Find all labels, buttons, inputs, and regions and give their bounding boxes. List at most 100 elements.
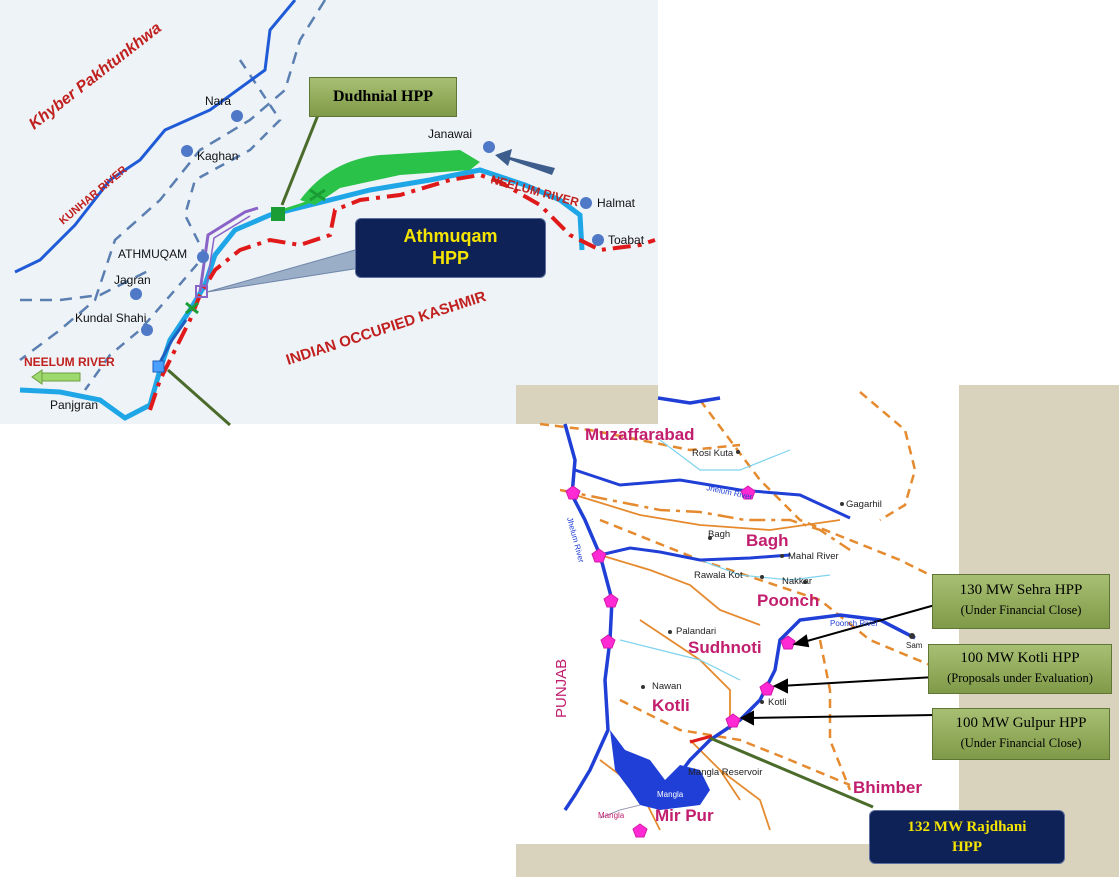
town-dots xyxy=(641,450,915,704)
hpp-site-icon xyxy=(740,485,756,500)
tributaries xyxy=(619,439,831,681)
athmuqam-conduit xyxy=(198,206,259,293)
mahal-river xyxy=(599,546,791,562)
hpp-site-icon xyxy=(591,548,607,563)
jhelum-upper xyxy=(574,468,851,520)
dudhnial-callout-label: Dudhnial HPP xyxy=(332,88,434,105)
poonch-river xyxy=(673,613,916,782)
hpp-site-sehra-icon xyxy=(780,635,796,650)
flow-arrow-east-icon xyxy=(495,149,555,175)
hpp-site-icon xyxy=(565,485,581,500)
kotli-callout: 100 MW Kotli HPP (Proposals under Evalua… xyxy=(928,644,1112,694)
gulpur-callout-title: 100 MW Gulpur HPP xyxy=(955,715,1087,731)
athmuqam-weir xyxy=(185,301,199,315)
place-panjgran: Panjgran xyxy=(50,398,98,412)
place-rawala-kot: Rawala Kot xyxy=(694,570,743,581)
gulpur-callout-status: (Under Financial Close) xyxy=(960,736,1082,750)
rajdhani-callout: 132 MW Rajdhani HPP xyxy=(869,810,1065,864)
place-toabat: Toabat xyxy=(608,233,645,247)
sehra-callout: 130 MW Sehra HPP (Under Financial Close) xyxy=(932,574,1110,629)
place-janawai: Janawai xyxy=(428,127,472,141)
place-nakkar: Nakkar xyxy=(782,576,812,587)
dudhnial-powerhouse xyxy=(271,207,285,221)
district-muzaffarabad: Muzaffarabad xyxy=(585,425,695,444)
janawai-dot xyxy=(483,141,495,153)
kotli-callout-status: (Proposals under Evaluation) xyxy=(947,671,1093,685)
place-gagarhil: Gagarhil xyxy=(846,499,882,510)
place-athmuqam: ATHMUQAM xyxy=(118,247,187,261)
place-rosi-kuta: Rosi Kuta xyxy=(692,448,734,459)
place-palandari: Palandari xyxy=(676,626,716,637)
nara-dot xyxy=(231,110,243,122)
hpp-site-icon xyxy=(600,634,616,649)
mangla-outflow xyxy=(599,804,641,819)
place-mahal-river: Mahal River xyxy=(788,551,839,562)
river-poonch-label: Poonch River xyxy=(830,619,878,628)
district-mirpur: Mir Pur xyxy=(655,806,714,825)
leader-arrows xyxy=(739,604,936,726)
sehra-callout-title: 130 MW Sehra HPP xyxy=(959,582,1083,598)
athmuqam-dot xyxy=(197,251,209,263)
sehra-callout-status: (Under Financial Close) xyxy=(960,603,1082,617)
bottom-map-background-top xyxy=(658,385,959,425)
gulpur-callout: 100 MW Gulpur HPP (Under Financial Close… xyxy=(932,708,1110,760)
mangla-reservoir-shape xyxy=(610,730,710,810)
neelum-river xyxy=(19,167,585,421)
athmuqam-conduit-2 xyxy=(205,215,251,291)
toabat-dot xyxy=(592,234,604,246)
athmuqam-callout-line1: Athmuqam xyxy=(403,226,498,246)
place-nara: Nara xyxy=(205,94,231,108)
district-poonch: Poonch xyxy=(757,591,819,610)
dudhnial-conduit xyxy=(277,196,321,214)
flow-arrow-west-icon xyxy=(31,369,81,385)
district-boundaries xyxy=(539,391,931,791)
place-nawan: Nawan xyxy=(652,681,682,692)
boundary-dashed-2 xyxy=(83,59,282,391)
rajdhani-callout-line1: 132 MW Rajdhani xyxy=(907,819,1027,835)
lower-powerhouse xyxy=(152,360,165,373)
athmuqam-callout: Athmuqam HPP xyxy=(355,218,546,278)
place-halmat: Halmat xyxy=(597,196,636,210)
roads xyxy=(574,494,841,831)
hpp-site-gulpur-icon xyxy=(725,713,741,728)
hpp-site-icon xyxy=(632,823,648,838)
place-kaghan: Kaghan xyxy=(197,149,238,163)
kunhar-river xyxy=(14,0,297,274)
rajdhani-weir xyxy=(689,734,713,744)
place-mangla-lake: Mangla xyxy=(657,790,684,799)
bottom-loc-boundary xyxy=(559,488,851,552)
athmuqam-callout-line2: HPP xyxy=(431,248,469,268)
place-kundal-shahi: Kundal Shahi xyxy=(75,311,146,325)
lower-conduit xyxy=(156,319,188,367)
district-kotli: Kotli xyxy=(652,696,690,715)
dudhnial-weir xyxy=(309,188,326,202)
river-neelum-west-label: NEELUM RIVER xyxy=(24,355,115,369)
region-punjab: PUNJAB xyxy=(553,659,570,718)
kotli-callout-title: 100 MW Kotli HPP xyxy=(960,650,1080,666)
dudhnial-reservoir xyxy=(300,150,480,205)
district-bagh: Bagh xyxy=(746,531,789,550)
place-bagh: Bagh xyxy=(708,529,730,540)
rajdhani-leader xyxy=(709,736,874,809)
kundal-shahi-dot xyxy=(141,324,153,336)
district-sudhnoti: Sudhnoti xyxy=(688,638,762,657)
dudhnial-leader xyxy=(280,114,320,206)
kaghan-dot xyxy=(181,145,193,157)
place-jagran: Jagran xyxy=(114,273,151,287)
district-bhimber: Bhimber xyxy=(853,778,922,797)
bottom-map-background xyxy=(516,424,959,844)
loc-boundary xyxy=(148,172,656,411)
place-sam: Sam xyxy=(906,641,923,650)
jagran-dot xyxy=(130,288,142,300)
rajdhani-callout-line2: HPP xyxy=(952,839,982,855)
place-mangla-town: Mangla xyxy=(598,811,625,820)
hpp-sites xyxy=(565,485,796,838)
dudhnial-callout: Dudhnial HPP xyxy=(309,77,457,117)
place-kotli: Kotli xyxy=(768,697,786,708)
hpp-site-icon xyxy=(603,593,619,608)
athmuqam-leader xyxy=(206,249,361,293)
hpp-site-kotli-icon xyxy=(759,681,775,696)
boundary-dashed-3 xyxy=(20,268,151,302)
